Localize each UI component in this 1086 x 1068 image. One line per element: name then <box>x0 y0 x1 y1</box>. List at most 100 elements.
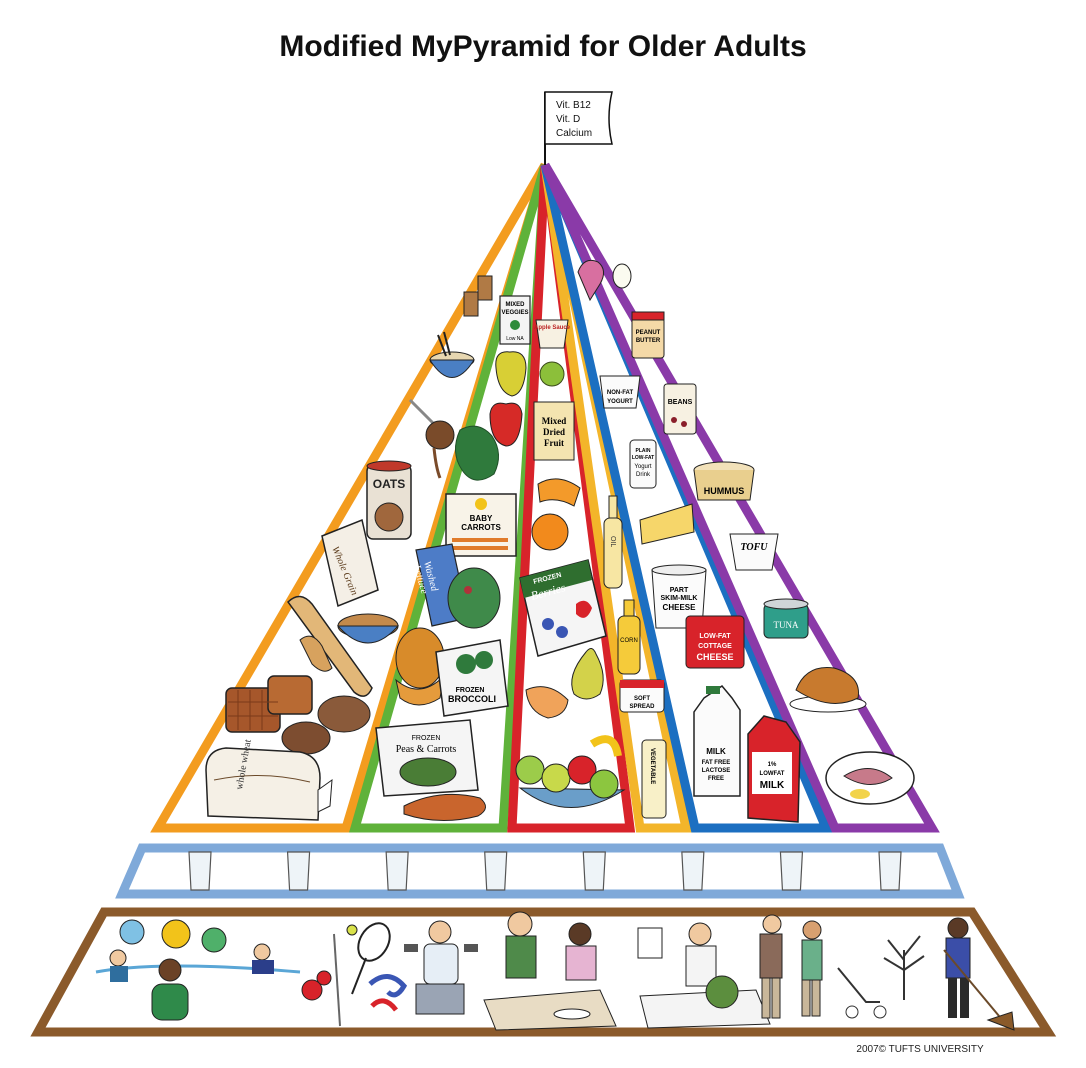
soft-spread-line-2: SPREAD <box>629 704 655 710</box>
egg-illustration <box>612 263 632 289</box>
tuna-label: TUNA <box>774 620 799 630</box>
cracker-illustration <box>477 275 493 301</box>
bare-tree-illustration <box>883 935 925 1000</box>
meat-beans-foods: PEANUT BUTTER BEANS HUMMUS TOFU TUNA <box>631 311 915 805</box>
soft-spread-line-1: SOFT <box>634 696 650 702</box>
water-glass <box>779 851 804 891</box>
oil-bottle: OIL <box>603 495 623 589</box>
orange-slices-illustration <box>537 478 581 507</box>
mixed-dried-fruit-bag: Mixed Dried Fruit <box>533 401 575 461</box>
sports-equipment-illustration <box>301 922 408 1027</box>
lowfat-milk-line-2: LOWFAT <box>760 771 785 777</box>
water-band <box>115 843 965 899</box>
kiwi-illustration <box>539 361 565 387</box>
baby-carrots-line-1: BABY <box>470 514 493 523</box>
corn-label: CORN <box>620 638 638 644</box>
man-lifting-weights-illustration <box>404 920 478 1015</box>
water-glass <box>681 851 705 891</box>
nutrient-flag: Vit. B12 Vit. D Calcium <box>544 91 613 165</box>
frozen-broccoli-line-2: BROCCOLI <box>448 694 496 704</box>
water-glass <box>582 851 606 891</box>
whole-wheat-bread-illustration: whole wheat <box>205 738 333 821</box>
frozen-peas-line-2: Peas & Carrots <box>396 744 457 755</box>
tofu-label: TOFU <box>740 542 768 553</box>
frozen-berries-bag: FROZEN Berries <box>519 559 607 657</box>
couple-cooking-illustration <box>483 911 617 1031</box>
cereal-bowl-illustration <box>336 613 400 644</box>
roast-chicken-illustration <box>789 666 867 713</box>
milk-jug-line-4: FREE <box>708 776 724 782</box>
water-glasses <box>188 851 902 891</box>
water-aerobics-illustration <box>95 919 301 1021</box>
waffle-illustration <box>225 675 313 733</box>
copyright-text: 2007© TUFTS UNIVERSITY <box>856 1044 984 1055</box>
water-glass <box>385 851 409 891</box>
soft-spread-tub: SOFT SPREAD <box>619 679 665 713</box>
pear-illustration <box>571 648 604 700</box>
lowfat-milk-line-1: 1% <box>768 762 777 768</box>
woman-raking-illustration <box>943 917 1015 1031</box>
vegetable-oil-bottle: VEGETABLE <box>641 739 667 819</box>
dried-fruit-line-1: Mixed <box>542 416 567 426</box>
mixed-veggies-line-2: VEGGIES <box>501 310 528 316</box>
oats-label: OATS <box>373 477 405 491</box>
whole-grain-cereal-box: Whole Grain <box>321 518 379 608</box>
dried-fruit-line-2: Dried <box>543 427 565 437</box>
ice-cream-cone-illustration <box>577 259 604 302</box>
oils-foods: OIL CORN SOFT SPREAD VEGETABLE <box>603 495 667 819</box>
beans-can: BEANS <box>663 383 697 435</box>
part-skim-cheese-tub: PART SKIM-MILK CHEESE <box>651 564 707 629</box>
sweet-potato-illustration <box>403 793 486 822</box>
orange-illustration <box>531 513 569 551</box>
peanut-butter-jar: PEANUT BUTTER <box>631 311 665 359</box>
kale-illustration <box>455 425 499 481</box>
corn-oil-bottle: CORN <box>617 599 641 675</box>
peanut-butter-line-1: PEANUT <box>636 330 661 336</box>
frozen-broccoli-line-1: FROZEN <box>456 687 485 694</box>
fruit-basket-illustration <box>515 735 626 808</box>
cottage-line-2: COTTAGE <box>698 643 732 650</box>
dried-fruit-line-3: Fruit <box>544 438 564 448</box>
part-skim-line-3: CHEESE <box>663 603 697 612</box>
lowfat-milk-carton: 1% LOWFAT MILK <box>747 715 801 823</box>
oats-canister: OATS <box>366 460 412 540</box>
cottage-cheese-tub: LOW-FAT COTTAGE CHEESE <box>685 615 745 669</box>
milk-foods: NON-FAT YOGURT PLAIN LOW-FAT Yogurt Drin… <box>577 259 801 823</box>
milk-jug-line-2: FAT FREE <box>702 760 731 766</box>
hummus-label: HUMMUS <box>704 486 745 496</box>
beans-label: BEANS <box>668 399 693 406</box>
yogurt-line-1: NON-FAT <box>607 390 634 396</box>
grains-foods: OATS Whole Grain <box>205 275 493 821</box>
peanut-butter-line-2: BUTTER <box>636 338 661 344</box>
flag-line-d: Vit. D <box>556 114 580 125</box>
man-gardening-illustration <box>637 922 771 1029</box>
apple-sauce-label: Apple Sauce <box>534 325 571 331</box>
water-glass <box>188 851 212 891</box>
baby-carrots-line-2: CARROTS <box>461 523 501 532</box>
milk-jug-line-3: LACTOSE <box>702 768 731 774</box>
part-skim-line-2: SKIM-MILK <box>661 595 698 602</box>
mixed-veggies-line-1: MIXED <box>505 302 525 308</box>
frozen-peas-line-1: FROZEN <box>412 735 441 742</box>
yogurt-drink-bottle: PLAIN LOW-FAT Yogurt Drink <box>629 439 657 489</box>
nonfat-yogurt-cup: NON-FAT YOGURT <box>599 375 641 409</box>
page-title: Modified MyPyramid for Older Adults <box>279 30 807 63</box>
mixed-veggies-box: MIXED VEGGIES Low NA <box>499 295 531 345</box>
spaghetti-fork-illustration <box>408 398 455 479</box>
milk-jug-line-1: MILK <box>706 747 726 756</box>
flag-line-b12: Vit. B12 <box>556 100 591 111</box>
rice-bowl-illustration <box>429 331 475 378</box>
tuna-can: TUNA <box>763 598 809 639</box>
flag-line-calcium: Calcium <box>556 128 592 139</box>
hummus-tub: HUMMUS <box>693 461 755 501</box>
squash-illustration <box>395 627 445 706</box>
yogurt-drink-line-4: Drink <box>636 472 651 478</box>
yogurt-drink-line-2: LOW-FAT <box>632 455 654 461</box>
red-pepper-illustration <box>489 402 523 447</box>
water-glass <box>484 851 508 891</box>
cottage-line-3: CHEESE <box>696 652 733 662</box>
yogurt-drink-line-1: PLAIN <box>636 448 651 454</box>
oil-label: OIL <box>609 536 616 547</box>
yogurt-drink-line-3: Yogurt <box>634 464 651 470</box>
water-glass <box>878 851 902 891</box>
